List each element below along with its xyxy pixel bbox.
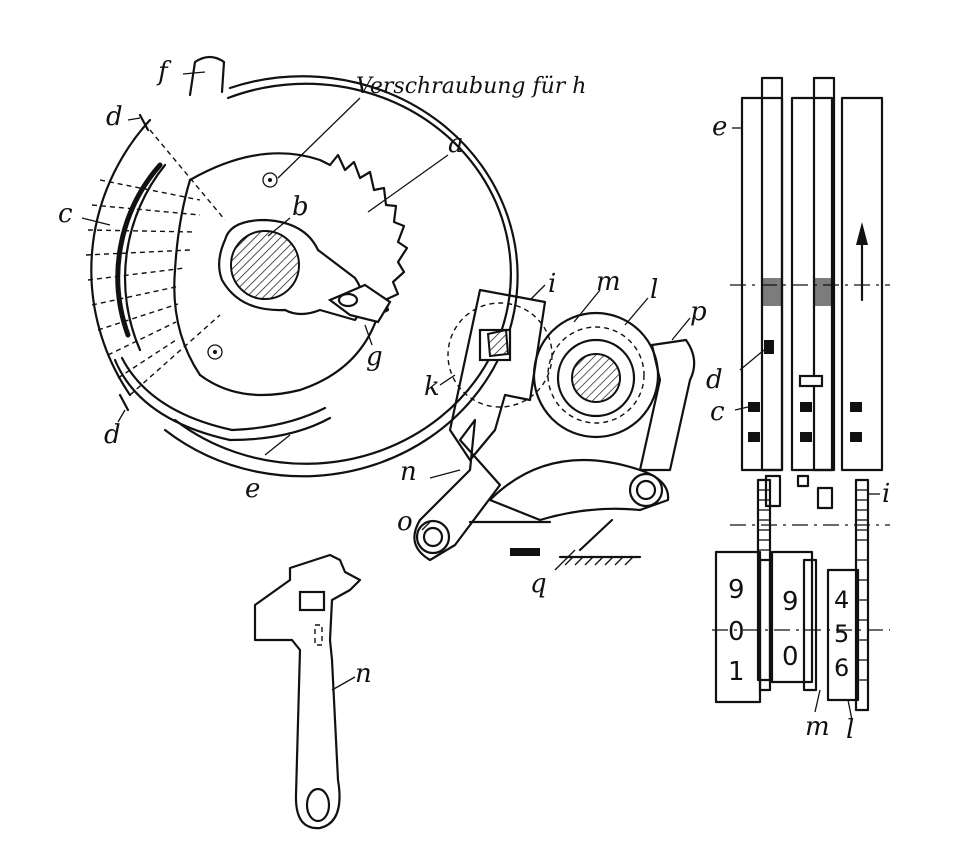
arm-i bbox=[448, 288, 547, 462]
pivot-o bbox=[415, 519, 451, 555]
label-l-mid: l bbox=[650, 275, 658, 305]
label-i-mid: i bbox=[548, 269, 556, 299]
label-p: p bbox=[690, 297, 707, 327]
outer-disc bbox=[163, 75, 519, 478]
lever-n-window bbox=[298, 590, 326, 612]
tab-d-top bbox=[138, 113, 150, 132]
label-a: a bbox=[448, 129, 464, 159]
lever-n bbox=[413, 418, 502, 562]
arm-i-pivot-circle bbox=[447, 302, 553, 408]
arm-p bbox=[638, 338, 696, 472]
label-c: c bbox=[58, 199, 73, 229]
wheel1-digit-2: 0 bbox=[728, 617, 745, 647]
label-i-right: i bbox=[882, 479, 890, 509]
spring-e-inner bbox=[120, 356, 327, 432]
lever-n-detail: n bbox=[253, 553, 372, 830]
label-m-right: m bbox=[805, 712, 830, 742]
lug-f bbox=[188, 55, 226, 97]
label-o: o bbox=[397, 507, 413, 537]
ground-hatch bbox=[564, 556, 634, 566]
label-c-right: c bbox=[710, 397, 725, 427]
label-q: q bbox=[530, 569, 547, 599]
inner-plate-edge bbox=[173, 178, 202, 377]
label-n-lever: n bbox=[355, 659, 372, 689]
counter-columns: 9 0 1 9 0 4 5 6 e d c i m l bbox=[706, 76, 890, 745]
toothed-wheel-a bbox=[188, 152, 409, 397]
wheel2-digit-1: 9 bbox=[782, 587, 799, 617]
label-e-right: e bbox=[712, 112, 727, 142]
outer-disc-inner-rim bbox=[173, 82, 512, 465]
column-3-bar bbox=[840, 96, 884, 472]
wheel1-digit-3: 1 bbox=[728, 657, 745, 687]
label-n-mid: n bbox=[400, 457, 417, 487]
screw-hole-bottom bbox=[207, 344, 223, 360]
label-b: b bbox=[292, 192, 309, 222]
segment-outer-arc bbox=[90, 118, 152, 397]
label-d-top: d bbox=[106, 102, 123, 132]
wheel3-digit-1: 4 bbox=[834, 586, 849, 614]
pin-k bbox=[486, 328, 510, 358]
segment-bold-arc bbox=[115, 162, 163, 338]
wheel1-digit-1: 9 bbox=[728, 575, 745, 605]
label-l-right: l bbox=[846, 715, 854, 745]
lever-n-hole bbox=[305, 787, 331, 823]
label-f: f bbox=[156, 57, 172, 87]
wheel-m-dashed bbox=[547, 326, 645, 424]
tab-d-bottom bbox=[118, 393, 130, 412]
segment-inner-arc bbox=[123, 163, 167, 352]
wheel3-digit-3: 6 bbox=[834, 654, 849, 682]
spring-e-outer bbox=[113, 358, 332, 442]
label-annotation: Verschraubung für h bbox=[356, 74, 586, 99]
label-e-left: e bbox=[245, 474, 260, 504]
label-g: g bbox=[366, 342, 383, 372]
wheel2-digit-2: 0 bbox=[782, 642, 799, 672]
label-d-right: d bbox=[706, 365, 723, 395]
lever-n-body bbox=[253, 553, 362, 830]
pivot-q bbox=[628, 472, 664, 508]
wheel3-digit-2: 5 bbox=[834, 620, 849, 648]
label-k: k bbox=[424, 372, 440, 402]
left-disc-assembly: Verschraubung für h f d c a b g d e bbox=[58, 55, 586, 504]
center-mechanism: i m l p k n o q bbox=[397, 267, 707, 599]
label-m-mid: m bbox=[596, 267, 621, 297]
digit-wheel-3 bbox=[826, 568, 860, 702]
wheel-axle bbox=[571, 353, 621, 403]
label-d-bottom: d bbox=[104, 420, 121, 450]
hub-b bbox=[230, 230, 300, 300]
digit-wheel-2 bbox=[770, 550, 814, 684]
screw-hole-top bbox=[262, 172, 278, 188]
wheel-hub-ring bbox=[556, 338, 636, 418]
